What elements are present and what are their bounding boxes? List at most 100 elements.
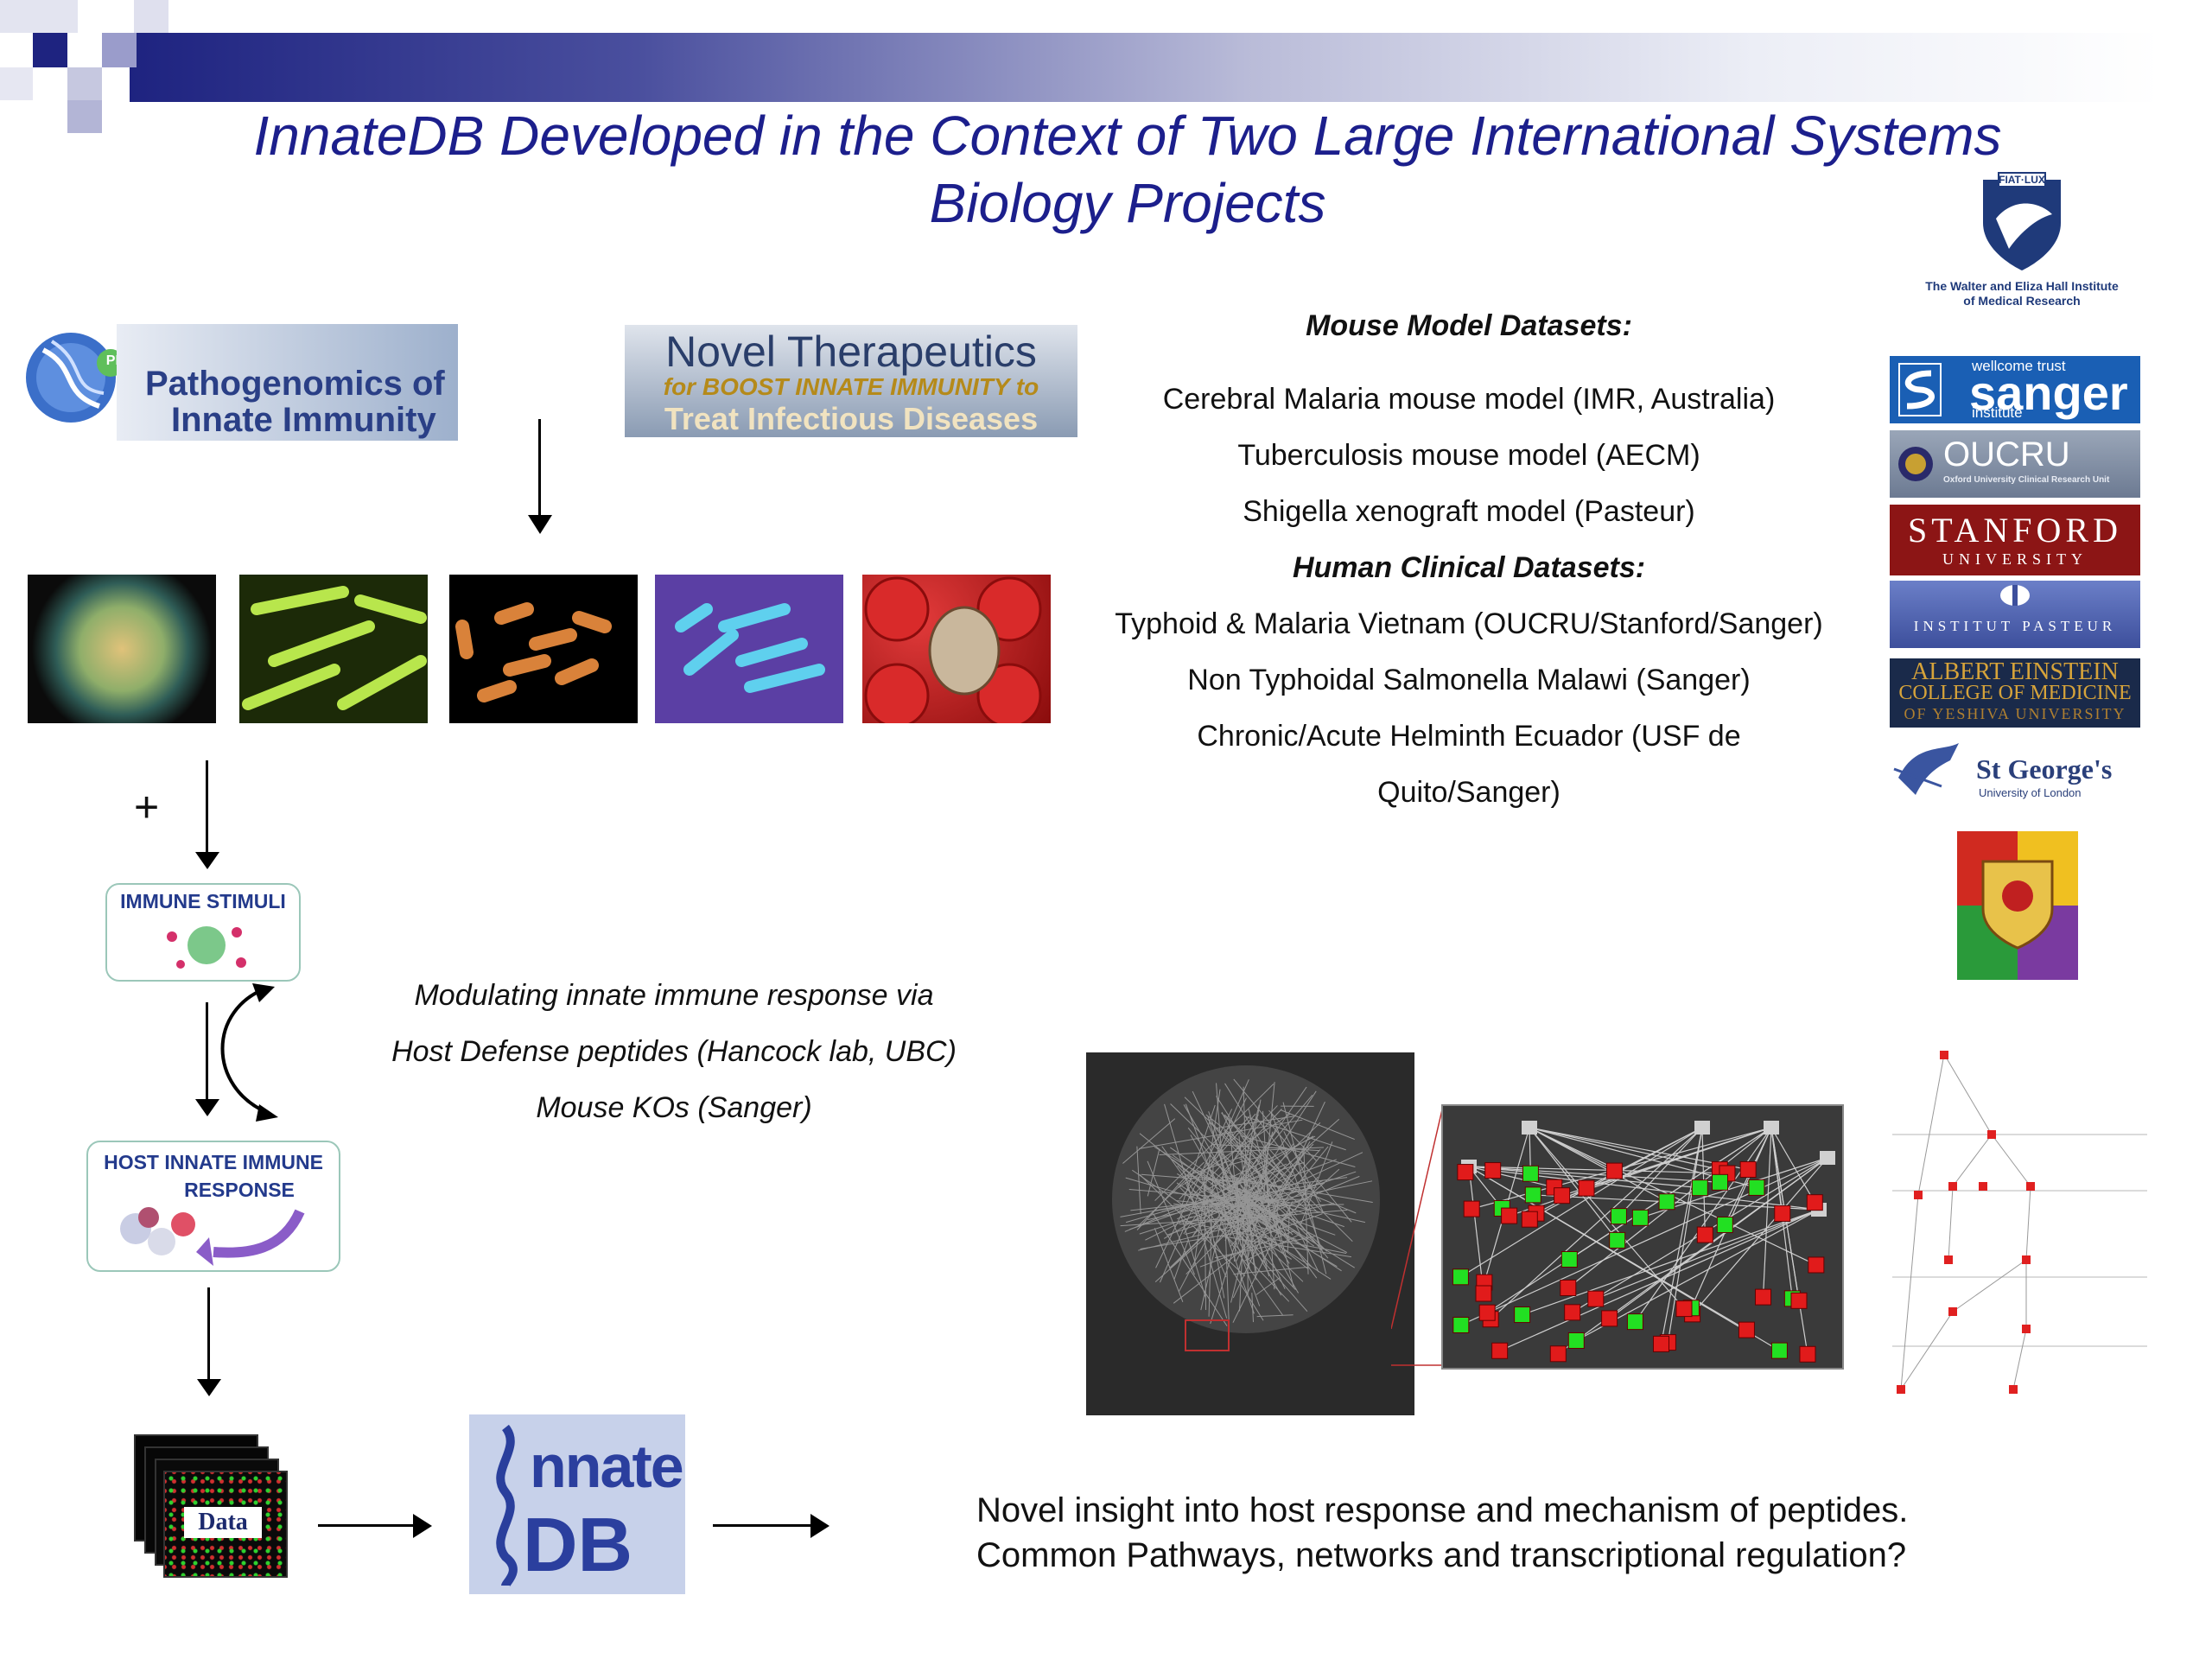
sanger-s-icon xyxy=(1898,363,1942,416)
network-node xyxy=(1609,1231,1626,1249)
down-arrow-1 xyxy=(538,419,541,518)
network-node xyxy=(1605,1162,1623,1179)
immune-stimuli-box: IMMUNE STIMULI xyxy=(105,883,301,982)
oxford-crest-icon xyxy=(1898,447,1933,481)
network-node xyxy=(1799,1345,1816,1363)
title-line-2: Biology Projects xyxy=(929,172,1326,234)
oucru-name: OUCRU xyxy=(1943,435,2070,474)
stimuli-icon xyxy=(167,926,246,969)
network-node xyxy=(1610,1208,1627,1225)
mouse-dataset-item: Shigella xenograft model (Pasteur) xyxy=(1243,495,1695,528)
nt-line-2: for BOOST INNATE IMMUNITY to xyxy=(663,373,1039,400)
down-arrow-3 xyxy=(206,1002,208,1102)
host-response-box: HOST INNATE IMMUNE RESPONSE xyxy=(86,1141,340,1272)
crest-shield-icon xyxy=(1981,860,2054,950)
einstein-logo: ALBERT EINSTEIN COLLEGE OF MEDICINE OF Y… xyxy=(1890,658,2140,728)
einstein-line-1: ALBERT EINSTEIN xyxy=(1911,658,2119,685)
network-node xyxy=(1554,1187,1571,1205)
wehi-shield-icon xyxy=(1983,172,2061,270)
network-node xyxy=(1712,1173,1729,1191)
network-node xyxy=(1475,1285,1492,1302)
network-node xyxy=(1587,1290,1605,1307)
arrow-head-icon xyxy=(195,1099,219,1116)
network-node xyxy=(1457,1164,1474,1181)
network-node xyxy=(1491,1342,1509,1359)
network-zoom xyxy=(1452,1121,1835,1363)
pasteur-logo: INSTITUT PASTEUR xyxy=(1890,581,2140,648)
down-arrow-2 xyxy=(206,760,208,855)
header-gradient-bar xyxy=(130,33,2160,102)
bottom-line-1: Novel insight into host response and mec… xyxy=(976,1491,1909,1529)
network-node xyxy=(1696,1226,1713,1243)
pasteur-emblem-icon xyxy=(2000,585,2030,606)
pii-line-2: Innate Immunity xyxy=(171,401,436,439)
wehi-line-2: of Medical Research xyxy=(1963,294,2081,308)
network-node xyxy=(1631,1209,1649,1226)
wehi-motto: FIAT·LUX xyxy=(1999,174,2045,186)
arrow-head-icon xyxy=(413,1514,432,1538)
stanford-name: STANFORD xyxy=(1908,511,2122,550)
network-zoom-image xyxy=(1441,1104,1844,1370)
network-node xyxy=(1514,1306,1531,1324)
right-arrow-2 xyxy=(713,1524,812,1527)
innatedb-logo: nnate DB xyxy=(469,1414,685,1594)
network-node xyxy=(1716,1217,1733,1234)
network-node xyxy=(1560,1251,1578,1268)
human-dataset-item: Typhoid & Malaria Vietnam (OUCRU/Stanfor… xyxy=(1115,607,1823,640)
human-dataset-item: Quito/Sanger) xyxy=(1377,776,1560,809)
wehi-logo: FIAT·LUX The Walter and Eliza Hall Insti… xyxy=(1910,171,2134,318)
network-node xyxy=(1521,1211,1538,1228)
pathogenomics-logo: PF Pathogenomics of Innate Immunity xyxy=(17,324,458,441)
novel-therapeutics-logo: Novel Therapeutics for BOOST INNATE IMMU… xyxy=(625,325,1077,437)
modulating-line-2: Host Defense peptides (Hancock lab, UBC) xyxy=(391,1035,957,1068)
sanger-logo: wellcome trust sanger institute xyxy=(1890,356,2140,423)
host-response-label-2: RESPONSE xyxy=(184,1179,295,1201)
network-node xyxy=(1739,1160,1757,1178)
dna-globe-icon xyxy=(26,333,124,423)
bottom-line-2: Common Pathways, networks and transcript… xyxy=(976,1536,1907,1574)
network-node xyxy=(1808,1256,1825,1274)
einstein-line-3: OF YESHIVA UNIVERSITY xyxy=(1904,705,2126,722)
immune-stimuli-label: IMMUNE STIMULI xyxy=(120,890,286,912)
network-node xyxy=(1691,1179,1708,1197)
innatedb-bottom: DB xyxy=(523,1502,633,1587)
modulating-line-1: Modulating innate immune response via xyxy=(414,979,934,1012)
st-georges-logo: St George's University of London xyxy=(1890,734,2140,808)
network-hub-node xyxy=(1764,1121,1779,1135)
network-node xyxy=(1601,1310,1618,1327)
mycobacterium-image xyxy=(239,575,428,723)
down-arrow-4 xyxy=(207,1287,210,1382)
slide-title: InnateDB Developed in the Context of Two… xyxy=(156,102,2100,237)
network-node xyxy=(1790,1292,1808,1309)
cells-icon xyxy=(120,1207,305,1266)
human-datasets-heading: Human Clinical Datasets: xyxy=(1292,551,1646,584)
st-george-dragon-icon xyxy=(1893,743,1959,795)
network-node xyxy=(1774,1205,1791,1222)
innatedb-top: nnate xyxy=(530,1433,684,1500)
human-dataset-item: Non Typhoidal Salmonella Malawi (Sanger) xyxy=(1187,664,1751,696)
data-label: Data xyxy=(184,1507,262,1538)
pathway-diagram xyxy=(1892,1051,2147,1394)
network-node xyxy=(1748,1179,1765,1196)
network-node xyxy=(1452,1268,1469,1286)
network-hub-node xyxy=(1820,1151,1835,1165)
st-georges-sub: University of London xyxy=(1979,786,2082,799)
network-node xyxy=(1501,1207,1518,1224)
usfq-crest-logo xyxy=(1957,831,2078,980)
sanger-small: wellcome trust xyxy=(1972,358,2066,374)
bottom-insight-text: Novel insight into host response and mec… xyxy=(976,1488,1908,1578)
nt-line-3: Treat Infectious Diseases xyxy=(664,401,1039,436)
network-node xyxy=(1522,1165,1539,1182)
network-node xyxy=(1738,1321,1755,1338)
nt-line-1: Novel Therapeutics xyxy=(665,327,1037,376)
datasets-list: Mouse Model Datasets: Cerebral Malaria m… xyxy=(1071,298,1866,821)
network-node xyxy=(1626,1313,1643,1331)
sanger-name: sanger xyxy=(1969,365,2128,420)
bacteria-image xyxy=(449,575,638,723)
network-hub-node xyxy=(1522,1121,1537,1135)
stanford-sub: UNIVERSITY xyxy=(1942,550,2088,568)
right-arrow-1 xyxy=(318,1524,415,1527)
network-overview-image xyxy=(1086,1052,1414,1415)
title-line-1: InnateDB Developed in the Context of Two… xyxy=(253,105,2002,167)
dna-helix-icon xyxy=(496,1424,518,1587)
